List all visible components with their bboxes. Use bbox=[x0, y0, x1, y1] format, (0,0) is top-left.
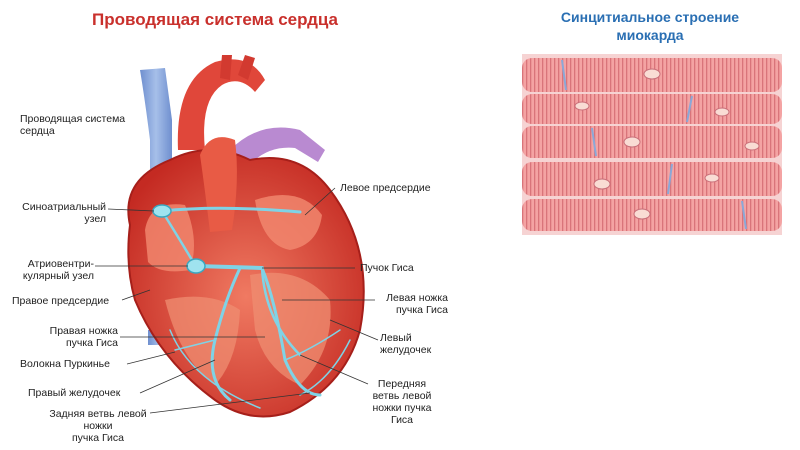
label-posterior-branch-line1: Задняя ветвь левой ножки bbox=[49, 408, 147, 432]
label-anterior-branch-line1: Передняя bbox=[377, 378, 427, 390]
label-left-ventricle-line1: Левый bbox=[380, 332, 412, 344]
label-posterior-branch: Задняя ветвь левой ножки пучка Гиса bbox=[38, 408, 158, 444]
label-sinoatrial-node: Синоатриальный узел bbox=[0, 201, 106, 225]
label-anterior-branch-line2: ветвь левой bbox=[372, 390, 432, 402]
intercalated-disc bbox=[561, 59, 567, 91]
label-conduction-system-line2: сердца bbox=[20, 125, 55, 137]
myocardium-title-line2: миокарда bbox=[616, 27, 684, 43]
muscle-fiber-2 bbox=[522, 94, 782, 124]
label-right-bundle-branch: Правая ножка пучка Гиса bbox=[0, 325, 118, 349]
myocardium-title-line1: Синцитиальное строение bbox=[560, 9, 740, 25]
purkinje-fibers-path bbox=[169, 329, 351, 409]
diagram-title: Проводящая система сердца bbox=[92, 10, 338, 29]
label-av-node: Атриовентри- кулярный узел bbox=[0, 258, 94, 282]
nucleus bbox=[744, 141, 760, 151]
muscle-fiber-4 bbox=[522, 162, 782, 196]
label-conduction-system-line1: Проводящая система bbox=[20, 113, 126, 125]
internodal-pathway bbox=[160, 206, 302, 214]
label-left-atrium: Левое предсердие bbox=[340, 182, 431, 194]
nucleus bbox=[593, 178, 611, 190]
aorta-branch-2 bbox=[238, 55, 255, 80]
label-left-bundle-line1: Левая ножка bbox=[386, 292, 448, 304]
nucleus bbox=[574, 101, 590, 111]
label-anterior-branch: Передняя ветвь левой ножки пучка Гиса bbox=[362, 378, 442, 426]
aorta bbox=[177, 59, 265, 150]
label-sinoatrial-node-line2: узел bbox=[84, 213, 106, 225]
label-av-node-line1: Атриовентри- bbox=[27, 258, 94, 270]
label-left-bundle-branch: Левая ножка пучка Гиса bbox=[360, 292, 448, 316]
nucleus bbox=[714, 107, 730, 117]
nucleus bbox=[704, 173, 720, 183]
label-posterior-branch-line2: пучка Гиса bbox=[71, 432, 125, 444]
label-anterior-branch-line3: ножки пучка bbox=[372, 402, 432, 414]
label-sinoatrial-node-line1: Синоатриальный bbox=[22, 201, 106, 213]
intercalated-disc bbox=[741, 200, 747, 230]
intercalated-disc bbox=[667, 163, 673, 195]
label-right-bundle-line1: Правая ножка bbox=[49, 325, 118, 337]
aorta-branch-1 bbox=[220, 55, 232, 80]
label-purkinje-fibers: Волокна Пуркинье bbox=[20, 358, 110, 370]
myocardium-title: Синцитиальное строение миокарда bbox=[515, 8, 785, 44]
intercalated-disc bbox=[686, 95, 693, 123]
heart-body bbox=[127, 149, 365, 418]
muscle-fiber-5 bbox=[522, 199, 782, 231]
label-left-ventricle-line2: желудочек bbox=[380, 344, 432, 356]
nucleus bbox=[623, 136, 641, 148]
label-left-ventricle: Левый желудочек bbox=[380, 332, 431, 356]
label-conduction-system: Проводящая система сердца bbox=[20, 113, 125, 137]
label-right-bundle-line2: пучка Гиса bbox=[65, 337, 118, 349]
right-atrium-chamber bbox=[145, 204, 194, 272]
muscle-fiber-3 bbox=[522, 126, 782, 158]
label-av-node-line2: кулярный узел bbox=[22, 270, 94, 282]
nucleus bbox=[633, 208, 651, 220]
label-right-ventricle: Правый желудочек bbox=[28, 387, 121, 399]
sa-node bbox=[152, 204, 172, 218]
anterior-branch-path bbox=[260, 266, 302, 357]
myocardium-illustration bbox=[522, 54, 782, 235]
bundle-of-his-path bbox=[194, 264, 264, 270]
label-left-bundle-line2: пучка Гиса bbox=[395, 304, 448, 316]
label-bundle-of-his: Пучок Гиса bbox=[360, 262, 414, 274]
left-ventricle-chamber bbox=[250, 272, 331, 385]
av-node bbox=[186, 258, 206, 274]
intercalated-disc bbox=[591, 127, 597, 157]
label-anterior-branch-line4: Гиса bbox=[390, 414, 414, 426]
nucleus bbox=[643, 68, 661, 80]
label-right-atrium: Правое предсердие bbox=[12, 295, 110, 307]
